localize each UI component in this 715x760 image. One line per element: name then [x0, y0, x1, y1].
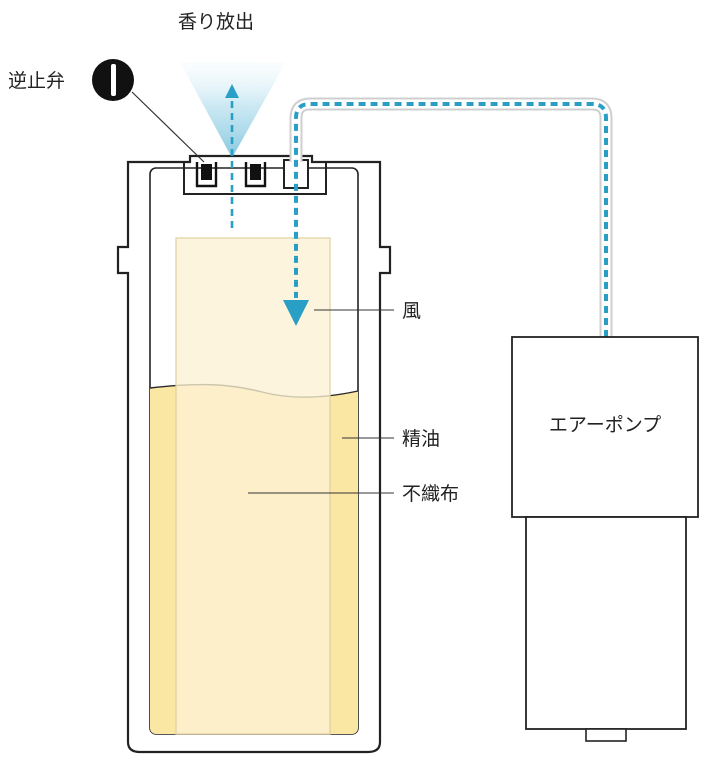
- arrow-up-icon: [225, 84, 239, 98]
- check-valve-icon-slot: [111, 64, 116, 96]
- nonwoven-fabric-wick: [175, 237, 331, 735]
- nonwoven-fabric-label: 不織布: [402, 483, 459, 505]
- arrow-down-icon: [283, 300, 309, 326]
- check-valve-leader: [131, 91, 205, 163]
- air-pump-motor: [525, 516, 687, 730]
- check-valve-left: [195, 162, 218, 188]
- air-pump-label: エアーポンプ: [549, 414, 661, 436]
- check-valve-right: [244, 162, 267, 188]
- air-pump-housing: [511, 336, 699, 518]
- wind-label: 風: [402, 300, 421, 322]
- essential-oil-label: 精油: [402, 428, 440, 450]
- scent-spray-cone: [180, 62, 286, 158]
- air-pump-foot: [585, 728, 627, 742]
- scent-release-label: 香り放出: [178, 11, 254, 33]
- airflow-dashed-line: [294, 102, 608, 337]
- container-cap: [183, 162, 327, 195]
- check-valve-label: 逆止弁: [8, 70, 65, 92]
